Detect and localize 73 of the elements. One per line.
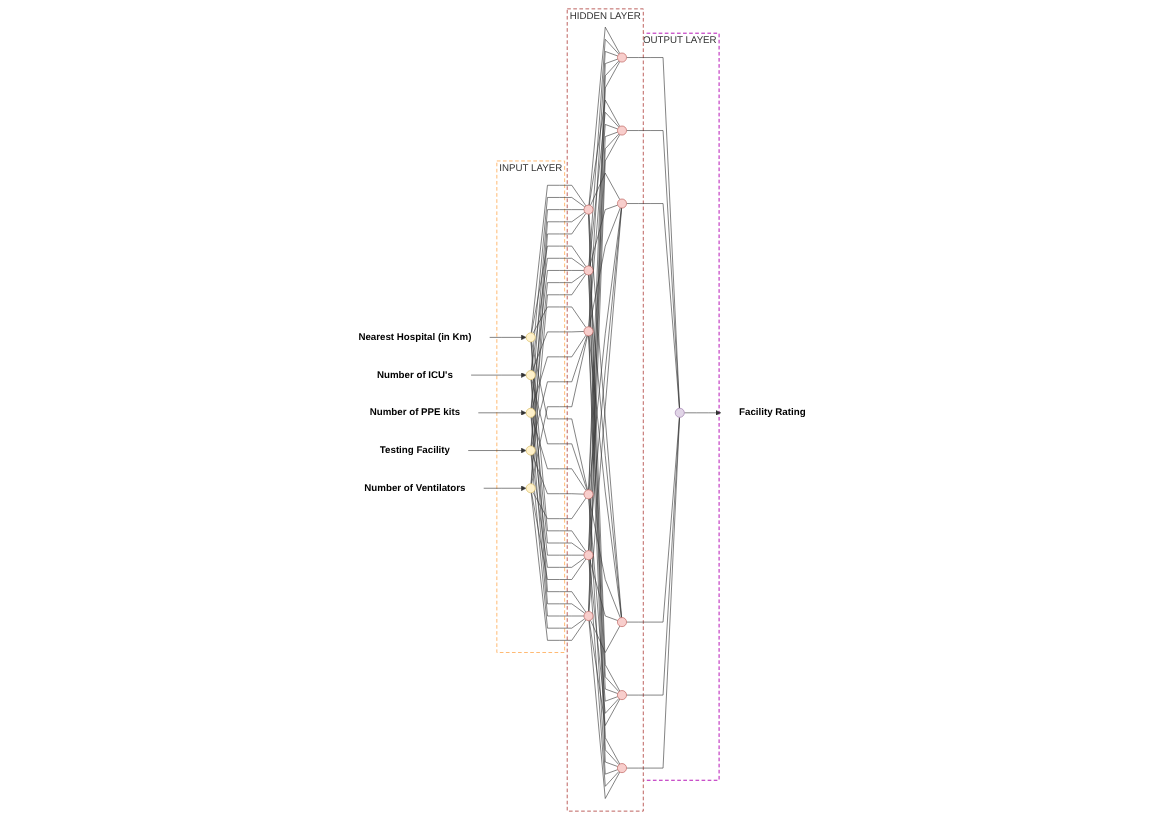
connector (530, 213, 587, 484)
node-circle (617, 763, 627, 773)
connector (531, 335, 588, 447)
connector (530, 379, 586, 553)
connector (588, 274, 622, 618)
connector (530, 272, 586, 447)
connector (530, 341, 587, 552)
connector (626, 130, 680, 409)
connector (626, 203, 680, 409)
connector (588, 207, 622, 491)
connector (530, 209, 585, 409)
connector (589, 559, 618, 621)
connector (588, 559, 620, 787)
connector (530, 417, 585, 617)
connector (588, 112, 620, 267)
node-circle (525, 407, 536, 418)
connector (531, 245, 587, 334)
connector (530, 492, 587, 641)
connector (588, 559, 620, 714)
connector (588, 51, 618, 328)
connector (589, 207, 621, 328)
connector (626, 417, 680, 769)
connector (588, 620, 621, 726)
node-circle (525, 332, 536, 343)
connector (531, 334, 587, 409)
node-circle (617, 125, 627, 136)
node-circle (617, 52, 627, 63)
connector (588, 58, 618, 491)
connector (588, 335, 618, 767)
node-circle (617, 198, 627, 209)
connector (626, 417, 680, 623)
connector (531, 492, 587, 580)
node-circle (525, 445, 536, 456)
connector (530, 212, 586, 447)
connector (530, 270, 585, 409)
connector (532, 454, 585, 495)
connector (532, 491, 587, 519)
connector (588, 26, 621, 206)
connector (530, 197, 586, 371)
connector (588, 207, 622, 551)
node-circle (583, 550, 594, 561)
node-circle (583, 204, 594, 215)
node-circle (525, 370, 536, 380)
connector (588, 335, 622, 618)
connector (532, 331, 585, 372)
connector (589, 204, 618, 267)
node-circle (617, 617, 627, 627)
connector (588, 620, 621, 799)
node-circle (617, 690, 627, 700)
node-circle (583, 489, 594, 500)
connector (626, 417, 680, 696)
connector (588, 131, 618, 491)
node-circle (525, 483, 536, 494)
connector (531, 454, 586, 568)
connector (531, 379, 588, 491)
node-circle (583, 265, 594, 276)
connector (530, 379, 586, 614)
connector (530, 185, 587, 334)
connector (588, 99, 621, 206)
connector (588, 124, 618, 328)
connector (530, 454, 586, 629)
connector (588, 498, 618, 775)
connector (530, 273, 587, 484)
connector (588, 38, 620, 267)
connector (531, 258, 586, 371)
node-circle (583, 326, 594, 337)
node-circle (674, 407, 685, 418)
connector (626, 57, 680, 409)
connector (588, 335, 618, 694)
connector (530, 341, 587, 613)
node-circle (583, 611, 594, 621)
connector (532, 306, 587, 334)
connector (588, 498, 618, 702)
